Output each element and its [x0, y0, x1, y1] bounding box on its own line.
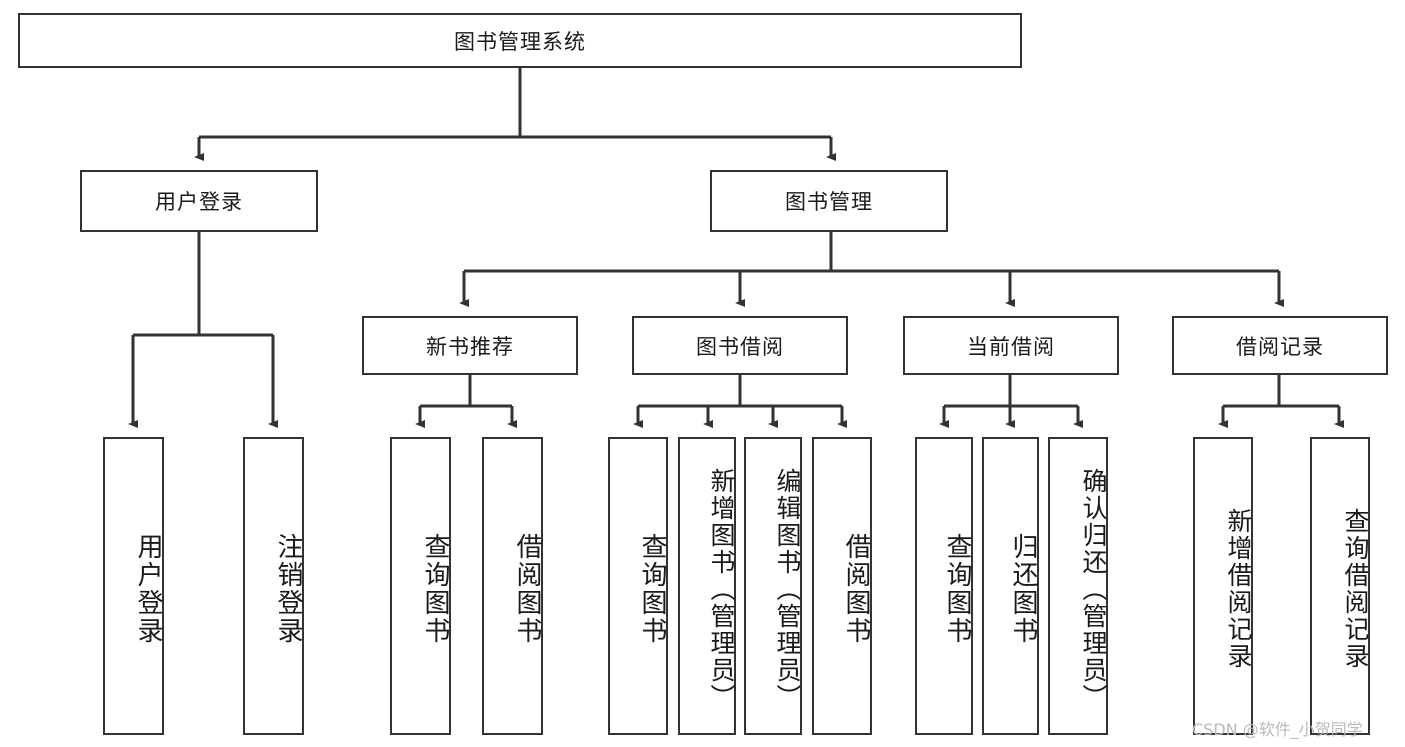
- node-leaf-query-book-3[interactable]: 查询图书: [915, 437, 973, 735]
- node-new-book-recommend[interactable]: 新书推荐: [362, 316, 578, 375]
- node-leaf-return-book-label: 归还图书: [1009, 533, 1039, 645]
- node-user-login-label: 用户登录: [155, 191, 243, 214]
- node-new-book-recommend-label: 新书推荐: [426, 335, 514, 359]
- node-book-manage-label: 图书管理: [785, 191, 873, 214]
- node-leaf-query-book-1-label: 查询图书: [421, 533, 451, 645]
- node-leaf-borrow-book-2[interactable]: 借阅图书: [812, 437, 872, 735]
- node-leaf-edit-book[interactable]: 编辑图书（管理员）: [744, 437, 802, 735]
- watermark: CSDN @软件_小贺同学: [1192, 720, 1363, 739]
- node-book-manage[interactable]: 图书管理: [710, 170, 948, 232]
- node-leaf-query-book-3-label: 查询图书: [943, 533, 973, 645]
- node-leaf-query-record[interactable]: 查询借阅记录: [1310, 437, 1370, 735]
- node-root-label: 图书管理系统: [454, 30, 586, 54]
- node-leaf-borrow-book-2-label: 借阅图书: [842, 533, 872, 645]
- node-leaf-user-logout[interactable]: 注销登录: [243, 437, 304, 735]
- node-borrow-record-label: 借阅记录: [1236, 335, 1324, 359]
- node-leaf-borrow-book-1[interactable]: 借阅图书: [482, 437, 543, 735]
- node-leaf-add-book-label: 新增图书（管理员）: [707, 467, 735, 711]
- node-current-borrow-label: 当前借阅: [967, 335, 1055, 359]
- node-leaf-query-book-2[interactable]: 查询图书: [608, 437, 668, 735]
- node-leaf-confirm-return-label: 确认归还（管理员）: [1079, 467, 1107, 711]
- node-leaf-confirm-return[interactable]: 确认归还（管理员）: [1048, 437, 1108, 735]
- node-leaf-return-book[interactable]: 归还图书: [982, 437, 1039, 735]
- node-leaf-user-logout-label: 注销登录: [274, 533, 304, 645]
- node-leaf-add-record-label: 新增借阅记录: [1224, 508, 1252, 670]
- node-leaf-edit-book-label: 编辑图书（管理员）: [773, 467, 801, 711]
- node-root[interactable]: 图书管理系统: [18, 13, 1022, 68]
- node-leaf-borrow-book-1-label: 借阅图书: [513, 533, 543, 645]
- node-book-borrow[interactable]: 图书借阅: [632, 316, 848, 375]
- node-book-borrow-label: 图书借阅: [696, 335, 784, 359]
- node-leaf-user-login-label: 用户登录: [134, 533, 164, 645]
- node-current-borrow[interactable]: 当前借阅: [903, 316, 1119, 375]
- node-leaf-add-record[interactable]: 新增借阅记录: [1193, 437, 1253, 735]
- node-leaf-add-book[interactable]: 新增图书（管理员）: [678, 437, 736, 735]
- node-leaf-user-login[interactable]: 用户登录: [103, 437, 164, 735]
- node-leaf-query-record-label: 查询借阅记录: [1341, 508, 1369, 670]
- node-borrow-record[interactable]: 借阅记录: [1172, 316, 1388, 375]
- node-leaf-query-book-1[interactable]: 查询图书: [390, 437, 451, 735]
- node-user-login[interactable]: 用户登录: [80, 170, 318, 232]
- node-leaf-query-book-2-label: 查询图书: [638, 533, 668, 645]
